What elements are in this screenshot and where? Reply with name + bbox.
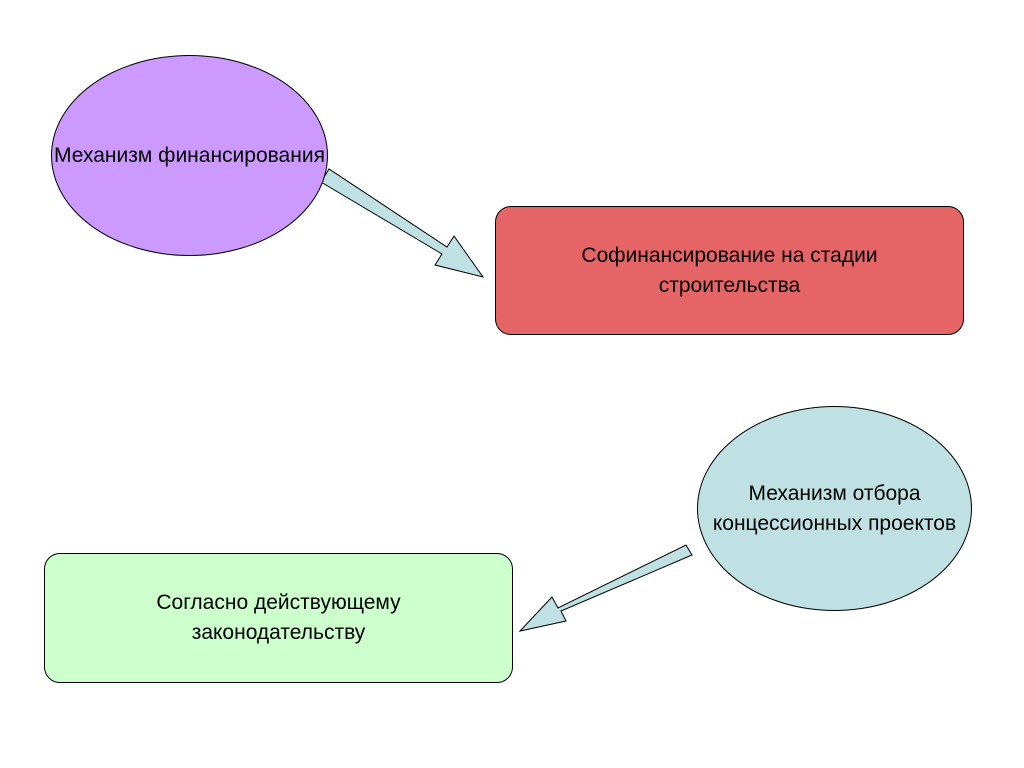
node-cofinancing-label: Софинансирование на стадии строительства bbox=[581, 243, 878, 297]
node-legislation-label: Согласно действующему законодательству bbox=[156, 591, 401, 644]
node-selection-mechanism-label: Механизм отбора концессионных проектов bbox=[712, 481, 957, 535]
node-financing-mechanism: Механизм финансирования bbox=[51, 55, 328, 256]
node-legislation: Согласно действующему законодательству bbox=[44, 553, 513, 683]
node-cofinancing: Софинансирование на стадии строительства bbox=[495, 206, 964, 335]
arrow-selection-to-legislation bbox=[518, 544, 693, 632]
arrow-financing-to-cofinancing bbox=[320, 168, 485, 278]
node-selection-mechanism: Механизм отбора концессионных проектов bbox=[697, 406, 972, 611]
node-financing-mechanism-label: Механизм финансирования bbox=[54, 143, 325, 167]
